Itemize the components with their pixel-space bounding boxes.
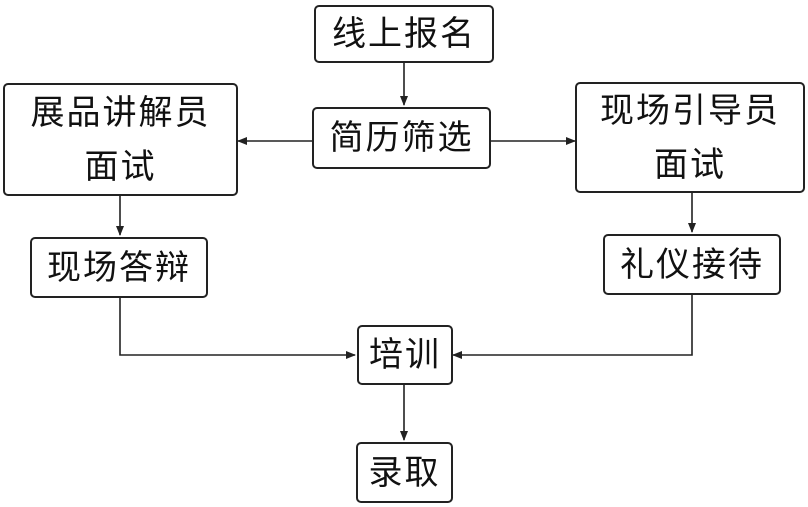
node-etiquette-reception: 礼仪接待	[603, 234, 781, 295]
node-exhibit-guide-interview: 展品讲解员 面试	[3, 83, 238, 196]
node-online-signup-label: 线上报名	[332, 14, 476, 54]
node-resume-screening: 简历筛选	[312, 107, 491, 169]
node-exhibit-guide-interview-line1: 展品讲解员	[30, 92, 211, 133]
arrow-defense-to-training	[119, 298, 356, 359]
node-resume-screening-label: 简历筛选	[329, 118, 474, 158]
node-onsite-defense: 现场答辩	[30, 237, 208, 298]
node-online-signup: 线上报名	[314, 5, 494, 63]
node-exhibit-guide-interview-line2: 面试	[84, 146, 157, 187]
node-admission: 录取	[356, 442, 453, 503]
node-training: 培训	[357, 325, 453, 385]
node-onsite-guide-interview: 现场引导员 面试	[575, 82, 805, 193]
node-onsite-guide-interview-line1: 现场引导员	[600, 90, 780, 131]
node-training-label: 培训	[369, 335, 441, 375]
node-onsite-guide-interview-line2: 面试	[654, 144, 726, 185]
node-onsite-defense-label: 现场答辩	[47, 247, 191, 288]
node-etiquette-reception-label: 礼仪接待	[620, 244, 764, 285]
node-admission-label: 录取	[368, 452, 441, 493]
arrow-etiquette-to-training	[452, 295, 693, 359]
